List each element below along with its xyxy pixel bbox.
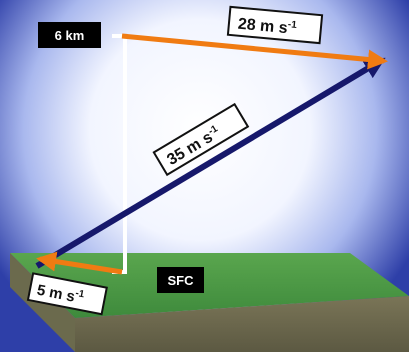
vector-bottom-exponent: -1 [74, 288, 85, 301]
height-top-text: 6 km [55, 28, 85, 43]
shear-vector-arrow [35, 57, 386, 269]
height-bottom-text: SFC [168, 273, 195, 288]
height-bottom-label: SFC [157, 267, 204, 293]
vector-top-text: 28 m s [237, 16, 288, 37]
height-top-label: 6 km [38, 22, 101, 48]
vector-top-exponent: -1 [287, 19, 297, 31]
svg-text:28 m s-1: 28 m s-1 [237, 15, 298, 38]
vector-bottom-label: 5 m s-1 [26, 272, 108, 316]
surface-wind-arrow [36, 251, 123, 275]
upper-wind-arrow [121, 33, 388, 70]
ground-front-side [75, 296, 409, 352]
vector-top-label: 28 m s-1 [226, 5, 324, 45]
